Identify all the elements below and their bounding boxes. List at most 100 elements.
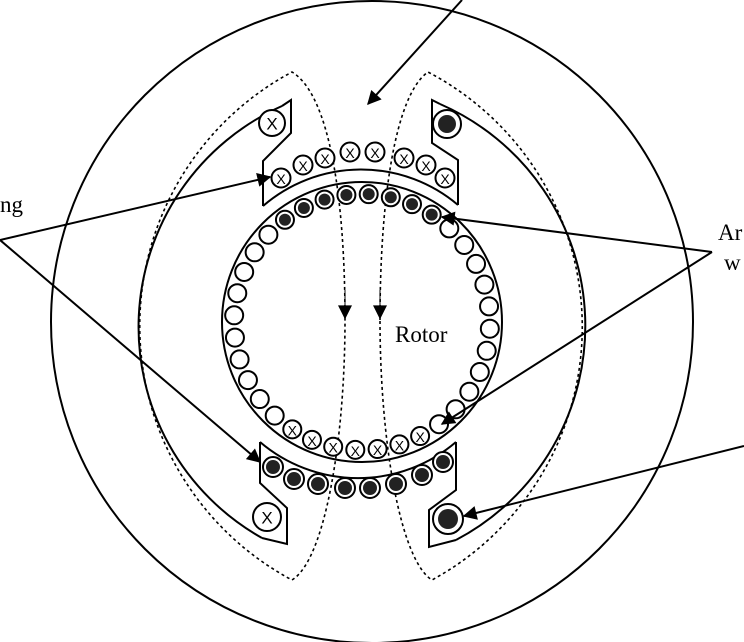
armature-conductor-out [358,184,379,205]
dot-symbol [436,455,450,469]
conductor-outline [410,426,431,447]
conductor-outline [282,419,303,440]
armature-conductor-out [314,189,335,210]
armature-conductor-neutral [237,370,258,391]
armature-conductor-in: X [282,419,303,440]
cross-symbol: X [298,158,308,174]
dot-symbol [384,191,397,204]
armature-conductor-neutral [224,305,245,326]
cross-symbol: X [288,422,298,438]
cross-symbol: X [415,429,425,445]
conductor-outline [301,429,322,450]
bottom-right-pole [428,442,457,549]
armature-conductor-neutral [469,362,490,383]
dot-symbol [438,509,458,529]
armature-conductor-neutral [244,242,265,263]
armature-conductor-neutral [479,296,500,317]
armature-conductor-neutral [429,414,450,435]
dot-symbol [415,468,429,482]
armature-conductor-neutral [459,381,480,402]
cross-symbol: X [421,158,431,174]
armature-conductor-neutral [258,224,279,245]
conductor-outline [323,436,344,457]
conductor-outline [393,147,415,169]
conductor-outline [345,439,366,460]
armature-conductor-neutral [479,318,500,339]
dot-symbol [287,472,301,486]
top-right-pole [431,98,459,205]
armature-conductor-neutral [439,218,460,239]
armature-conductor-in: X [301,429,322,450]
conductor-outline [270,167,292,189]
armature-conductor-neutral [249,389,270,410]
stator-conductor-in: X [415,154,437,176]
stator-conductor-in: X [364,141,386,163]
armature-conductor-neutral [234,261,255,282]
cross-symbol: X [276,171,286,187]
stator-conductor-out [283,468,305,490]
conductor-outline [415,154,437,176]
cross-symbol: X [440,171,450,187]
cross-symbol: X [373,442,383,458]
stator-conductor-in: X [339,141,361,163]
bottom-pole-face [259,441,457,480]
rotor-label: Rotor [395,322,448,347]
cross-symbol: X [320,151,330,167]
dot-symbol [278,213,291,226]
cross-symbol: X [345,145,355,161]
armature-conductor-neutral [476,340,497,361]
top-pole-face [262,168,459,207]
armature-conductor-in: X [323,436,344,457]
armature-conductor-neutral [264,405,285,426]
pointer-arrow-field-bottom [0,239,262,463]
pointer-arrow-top [367,0,463,106]
field-winding-label: ng [0,192,24,217]
stator-conductor-in: X [393,147,415,169]
cross-symbol: X [395,437,405,453]
stator-conductor-out [432,451,454,473]
armature-conductor-in: X [389,434,410,455]
cross-symbol: X [261,509,272,528]
dot-symbol [406,198,419,211]
conductor-outline [364,141,386,163]
armature-conductor-out [402,194,423,215]
armature-conductor-out [336,184,357,205]
dot-symbol [266,460,280,474]
stator-conductor-out [334,477,356,499]
field-coil-in: X [258,109,286,137]
left-flux-path [138,71,346,581]
armature-winding-label-line2: w [724,250,741,275]
dot-symbol [297,201,310,214]
stator-conductor-in: X [292,154,314,176]
left-yoke-arc [137,105,283,539]
right-yoke-arc [439,103,587,541]
armature-conductor-neutral [474,274,495,295]
stator-conductor-in: X [434,167,456,189]
armature-conductor-out [380,187,401,208]
armature-conductor-out [293,197,314,218]
cross-symbol: X [329,440,339,456]
armature-conductor-in: X [367,439,388,460]
conductor-outline [252,502,282,532]
armature-conductor-in: X [410,426,431,447]
stator-conductor-out [385,473,407,495]
conductor-outline [434,167,456,189]
stator-conductor-in: X [314,147,336,169]
dot-symbol [425,208,438,221]
dot-symbol [340,188,353,201]
armature-conductor-neutral [454,234,475,255]
armature-conductor-neutral [224,327,245,348]
pointer-arrow-armature-top [440,211,713,253]
armature-conductor-in: X [345,439,366,460]
cross-symbol: X [399,151,409,167]
field-coil-out [432,503,464,535]
conductor-outline [258,109,286,137]
armature-winding-label-line1: Ar [718,220,743,245]
bottom-left-pole [259,442,288,546]
stator-frame-outline [50,0,694,642]
pointer-arrow-field-top [0,173,272,241]
armature-conductor-neutral [466,253,487,274]
cross-symbol: X [266,115,277,134]
conductor-outline [389,434,410,455]
